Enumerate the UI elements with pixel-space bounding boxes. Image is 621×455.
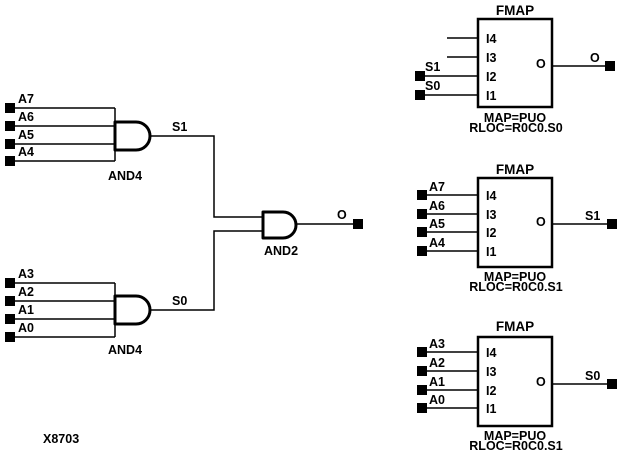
fmap1-pin-i4: I4: [486, 189, 496, 203]
fmap1-terminal-a6: [417, 209, 427, 219]
fmap1-pin-i3: I3: [486, 208, 496, 222]
fmap1-net-a6: A6: [429, 199, 445, 213]
net-s0-wire: [149, 230, 263, 311]
terminal-a7: [5, 103, 15, 113]
net-label-s0: S0: [172, 294, 187, 308]
terminal-a2: [5, 296, 15, 306]
net-label-a0: A0: [18, 321, 34, 335]
net-label-o: O: [337, 208, 347, 222]
fmap2-net-a0: A0: [429, 393, 445, 407]
net-label-s1: S1: [172, 120, 187, 134]
net-label-a1: A1: [18, 303, 34, 317]
fmap2-net-a2: A2: [429, 356, 445, 370]
fmap2-net-s0: S0: [585, 369, 600, 383]
fmap1-net-s1: S1: [585, 209, 600, 223]
and4-top-gate-symbol: [113, 120, 152, 152]
fmap-block-0: FMAP I4 I3 I2 I1 S1 S0 O O MAP=PUO RLOC=…: [415, 3, 615, 135]
fmap2-pin-i1: I1: [486, 402, 496, 416]
fmap1-terminal-a7: [417, 190, 427, 200]
fmap2-symbol-box: [476, 335, 554, 428]
fmap0-pin-o: O: [536, 57, 546, 71]
fmap2-pin-i2: I2: [486, 384, 496, 398]
fmap0-symbol-box: [476, 17, 554, 109]
fmap2-pin-i3: I3: [486, 365, 496, 379]
terminal-o: [353, 219, 363, 229]
fmap1-pin-o: O: [536, 215, 546, 229]
fmap0-pin-i3: I3: [486, 51, 496, 65]
fmap2-pin-i4: I4: [486, 346, 496, 360]
net-label-a2: A2: [18, 285, 34, 299]
fmap1-map-attribute: MAP=PUO: [484, 270, 546, 284]
fmap2-terminal-a3: [417, 347, 427, 357]
fmap1-title: FMAP: [496, 162, 534, 177]
fmap0-net-o: O: [590, 51, 600, 65]
fmap1-net-a5: A5: [429, 217, 445, 231]
fmap0-pin-i1: I1: [486, 89, 496, 103]
fmap2-net-a1: A1: [429, 375, 445, 389]
fmap1-net-a7: A7: [429, 180, 445, 194]
fmap1-pin-i1: I1: [486, 245, 496, 259]
terminal-a6: [5, 121, 15, 131]
and2-gate-symbol: [261, 210, 298, 240]
and2-gate-label: AND2: [264, 244, 298, 258]
fmap0-rloc-attribute: RLOC=R0C0.S0: [469, 121, 562, 135]
and2-block: O AND2: [261, 208, 363, 258]
fmap2-terminal-a1: [417, 385, 427, 395]
fmap1-rloc-attribute: RLOC=R0C0.S1: [469, 280, 562, 294]
fmap2-terminal-a0: [417, 403, 427, 413]
fmap1-terminal-a4: [417, 246, 427, 256]
fmap0-pin-i2: I2: [486, 70, 496, 84]
fmap0-terminal-s0: [415, 90, 425, 100]
terminal-a5: [5, 139, 15, 149]
net-s1-wire: [149, 135, 263, 218]
fmap2-map-attribute: MAP=PUO: [484, 429, 546, 443]
fmap2-terminal-s0: [607, 379, 617, 389]
fmap2-pin-o: O: [536, 375, 546, 389]
and4-top-gate-label: AND4: [108, 169, 142, 183]
fmap0-terminal-o: [605, 61, 615, 71]
fmap1-pin-i2: I2: [486, 226, 496, 240]
and4-bottom-gate-symbol: [113, 294, 152, 326]
fmap2-rloc-attribute: RLOC=R0C0.S1: [469, 439, 562, 453]
net-label-a4: A4: [18, 145, 34, 159]
and4-bottom-block: A3 A2 A1 A0 S0 AND4: [5, 230, 263, 357]
fmap1-symbol-box: [476, 176, 554, 269]
and4-top-block: A7 A6 A5 A4 S1 AND4: [5, 92, 263, 218]
fmap1-terminal-s1: [607, 219, 617, 229]
net-label-a3: A3: [18, 267, 34, 281]
fmap1-terminal-a5: [417, 227, 427, 237]
fmap0-net-s1: S1: [425, 60, 440, 74]
terminal-a0: [5, 332, 15, 342]
net-label-a5: A5: [18, 128, 34, 142]
fmap0-terminal-s1: [415, 71, 425, 81]
fmap0-net-s0: S0: [425, 79, 440, 93]
terminal-a3: [5, 278, 15, 288]
terminal-a4: [5, 156, 15, 166]
fmap0-title: FMAP: [496, 3, 534, 18]
and4-bottom-gate-label: AND4: [108, 343, 142, 357]
fmap2-title: FMAP: [496, 319, 534, 334]
fmap2-net-a3: A3: [429, 337, 445, 351]
net-label-a6: A6: [18, 110, 34, 124]
fmap0-pin-i4: I4: [486, 32, 496, 46]
terminal-a1: [5, 314, 15, 324]
fmap-block-1: FMAP I4 I3 I2 I1 A7 A6 A5 A4 O S1 MAP=PU…: [417, 162, 617, 294]
fmap2-terminal-a2: [417, 366, 427, 376]
net-label-a7: A7: [18, 92, 34, 106]
figure-id-label: X8703: [43, 432, 79, 446]
fmap0-map-attribute: MAP=PUO: [484, 111, 546, 125]
fmap-block-2: FMAP I4 I3 I2 I1 A3 A2 A1 A0 O S0 MAP=PU…: [417, 319, 617, 453]
fmap1-net-a4: A4: [429, 236, 445, 250]
